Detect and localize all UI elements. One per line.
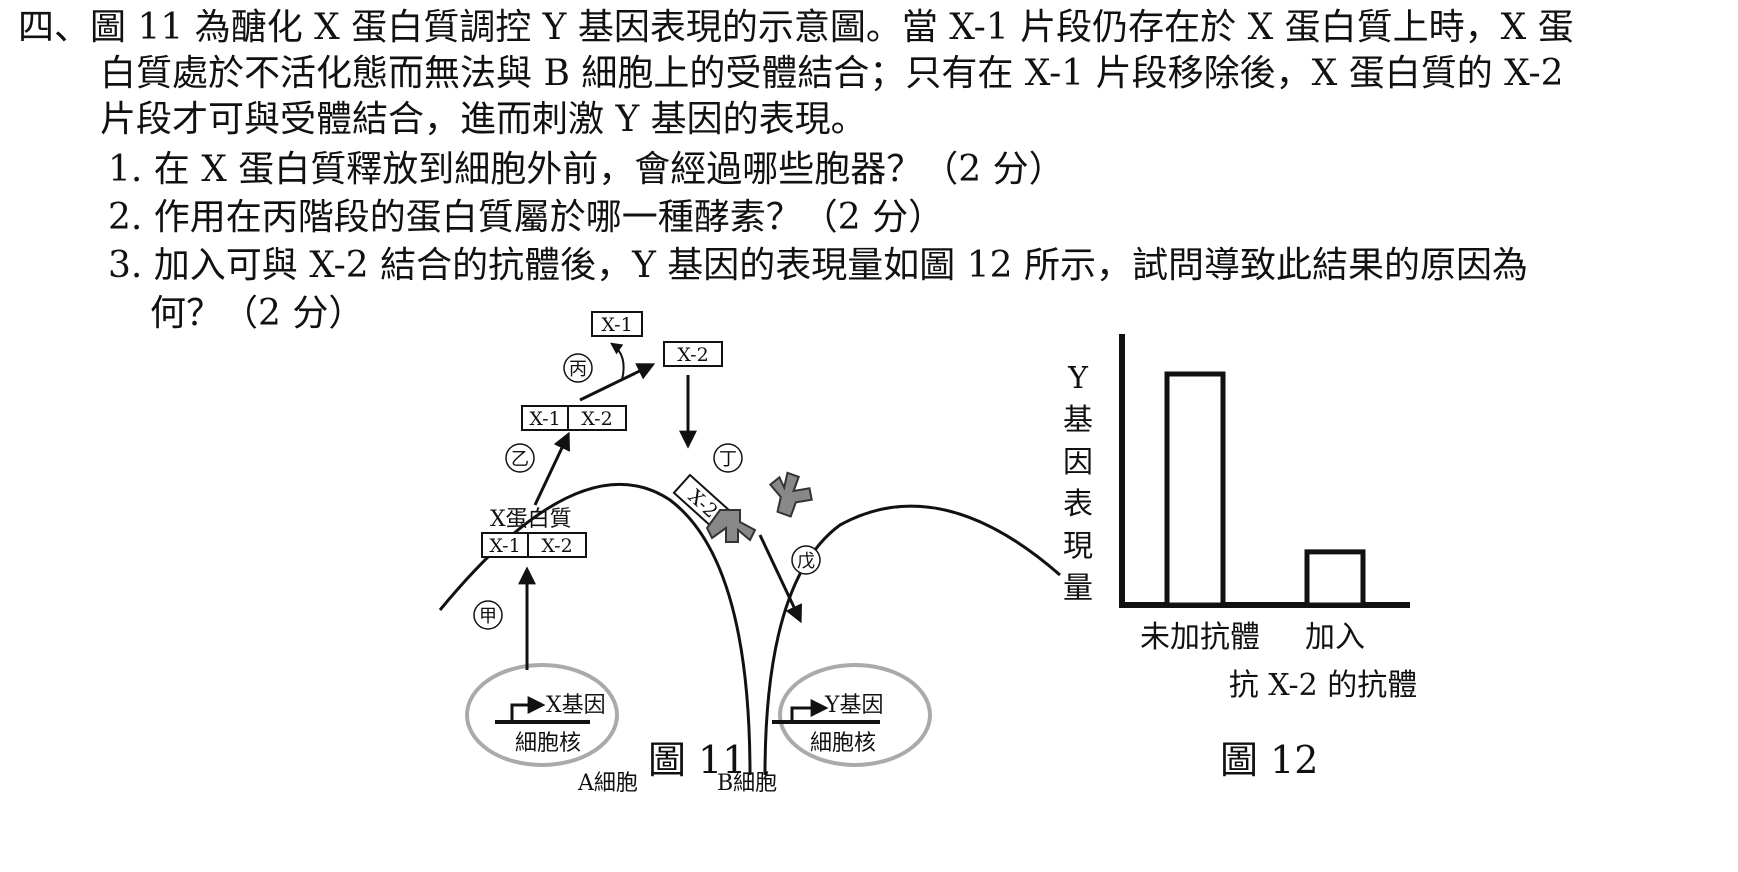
x2-outer-label: X-2 [581,408,612,430]
y-label-char: 量 [1063,571,1093,606]
x2-box-inner [527,532,587,558]
cell-b-label: B細胞 [717,771,777,796]
question-line-1: 四、圖 11 為醣化 X 蛋白質調控 Y 基因表現的示意圖。當 X-1 片段仍存… [18,7,1574,48]
y-label-char: Y [1067,361,1089,396]
receptor-free [768,471,813,518]
question-line-3: 片段才可與受體結合，進而刺激 Y 基因的表現。 [100,99,867,140]
x1-outer-label: X-1 [529,408,560,430]
x1-release-arrow [610,342,625,381]
figure-11-caption: 圖 11 [648,738,747,782]
stage-bing-circle [563,353,593,383]
nucleus-b [778,663,932,767]
cell-b-membrane [763,504,1061,776]
category-label-1-line2: 抗 X-2 的抗體 [1229,668,1418,703]
x-gene-label: X基因 [546,693,606,718]
category-label-0: 未加抗體 [1140,620,1260,655]
nucleus-a [465,663,619,767]
x-protein-label: X蛋白質 [490,507,572,532]
arrow-yi [533,431,571,506]
y-label-char: 表 [1063,487,1093,522]
stage-bing-label: 丙 [569,359,587,380]
y-gene-promoter-arrow [790,699,829,722]
figure-12-caption: 圖 12 [1220,738,1319,782]
x2-free-label: X-2 [677,344,708,366]
subquestion-2: 2. 作用在丙階段的蛋白質屬於哪一種酵素？（2 分） [108,197,945,238]
figure-11-diagram: X基因 細胞核 Y基因 細胞核 A細胞 B細胞 甲 X蛋白質 X-1 X-2 乙… [438,311,1061,796]
stage-wu-label: 戊 [797,551,815,572]
y-gene-label: Y基因 [824,693,884,718]
y-label-char: 現 [1063,529,1093,564]
question-line-2: 白質處於不活化態而無法與 B 細胞上的受體結合；只有在 X-1 片段移除後，X … [100,53,1564,94]
cell-a-membrane [438,482,752,776]
subquestion-3: 3. 加入可與 X-2 結合的抗體後，Y 基因的表現量如圖 12 所示，試問導致… [108,245,1528,286]
bar-1 [1304,549,1366,608]
stage-jia-circle [473,600,503,630]
nucleus-a-label: 細胞核 [515,731,581,756]
stage-wu-circle [791,545,821,575]
cell-a-label: A細胞 [577,771,638,796]
arrow-bing [579,363,656,402]
x1-box-outer [521,405,569,431]
subquestion-3-continued: 何？（2 分） [150,293,365,334]
y-label-char: 因 [1063,445,1093,480]
x2-free-box [663,341,723,367]
x2-inner-label: X-2 [541,535,572,557]
receptor-bound [705,509,757,543]
x-gene-promoter-arrow [510,696,546,722]
stage-ding-circle [713,443,743,473]
x1-inner-label: X-1 [489,535,520,557]
bar-0 [1164,371,1226,608]
arrow-wu [758,534,803,624]
stage-jia-label: 甲 [479,606,497,627]
stage-yi-label: 乙 [511,449,529,470]
x1-released-label: X-1 [601,314,632,336]
stage-yi-circle [505,443,535,473]
y-label-char: 基 [1063,403,1093,438]
category-label-1: 加入 [1305,620,1365,655]
x2-box-outer [567,405,627,431]
stage-ding-label: 丁 [719,449,737,470]
nucleus-b-label: 細胞核 [810,731,876,756]
x1-released-box [591,311,643,337]
subquestion-1: 1. 在 X 蛋白質釋放到細胞外前，會經過哪些胞器？（2 分） [108,149,1065,190]
